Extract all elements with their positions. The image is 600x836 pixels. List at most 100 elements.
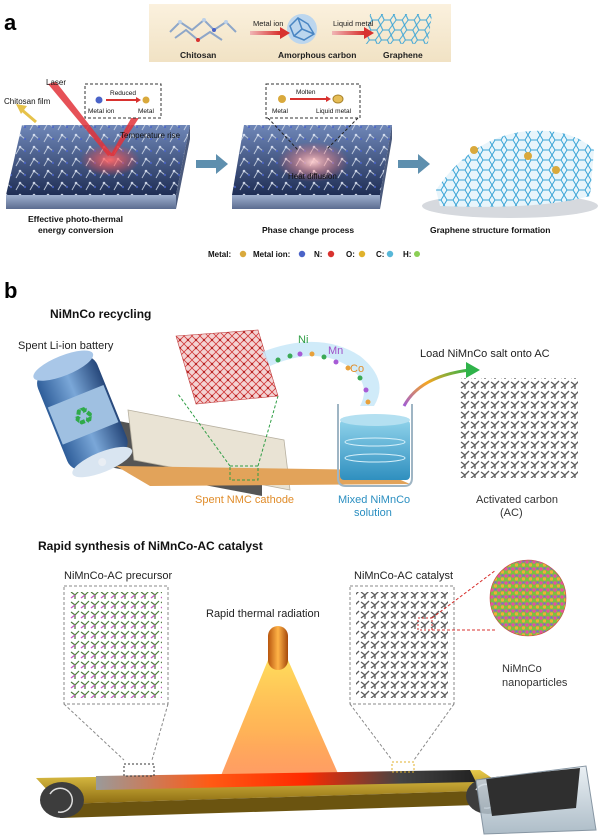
zoom-line-right [325,117,359,151]
film-peel-arrowhead [16,104,27,114]
collection-bin [475,765,597,835]
process-arrow-2-head [418,154,430,174]
process-arrow-1-head [216,154,228,174]
inset-label-liquid-metal: Liquid metal [316,108,352,115]
label-nano-line-1: NiMnCo [502,663,542,675]
nano-zoom-line-top [431,569,497,619]
precursor-structure [70,592,162,698]
label-heat-diffusion: Heat diffusion [288,172,337,181]
legend-dot-n [327,250,335,258]
label-solution-line-1: Mixed NiMnCo [338,494,410,506]
amorphous-carbon-molecule [287,14,317,44]
heating-rod [268,626,288,670]
roller-left-rotate-icon [49,787,73,813]
stage-label-graphene: Graphene [383,50,423,60]
nanoparticle-zoom-box [417,617,433,631]
legend-dot-o [358,250,366,258]
process-arrow-1 [196,160,216,168]
caption-step-3: Graphene structure formation [430,225,550,235]
panel-a-letter: a [4,10,17,35]
label-chitosan-film: Chitosan film [4,97,51,106]
label-spent-cathode: Spent NMC cathode [195,494,294,506]
inset-molten [265,83,361,119]
inset-metal-solid-dot [278,95,286,103]
inset-reduced-arrowhead [136,97,141,103]
graphene-lattice-small [365,14,433,44]
inset-label-metal-ion: Metal ion [88,108,115,115]
inset-label-metal: Metal [138,108,154,115]
legend-label-metal-ion: Metal ion: [253,250,290,259]
recycling-title: NiMnCo recycling [50,307,151,321]
label-radiation: Rapid thermal radiation [206,608,320,620]
label-ni: Ni [298,334,308,346]
inset-metal-ion-dot [95,96,103,104]
precursor-zoom-box [63,585,169,705]
arrow-label-liquid-metal: Liquid metal [333,19,374,28]
arrow-metal-ion [250,31,280,35]
arrow-metal-ion-head [280,27,290,39]
catalyst-zoom-line-right [413,703,455,761]
chitosan-molecule [169,18,237,42]
legend-dot-c [386,250,394,258]
legend-label-metal: Metal: [208,250,231,259]
inset-molten-arrowhead [326,96,331,102]
film-peel-arrow [21,108,37,124]
caption-step-1-line-2: energy conversion [38,225,114,235]
legend-label-n: N: [314,250,322,259]
catalyst-zoom-box [349,585,455,705]
label-laser: Laser [46,78,66,87]
legend-dot-metal-ion [298,250,306,258]
conveyor [36,761,510,818]
caption-step-2: Phase change process [262,225,354,235]
caption-step-1-line-1: Effective photo-thermal [28,214,123,224]
stage-label-amorphous-carbon: Amorphous carbon [278,50,356,60]
tray-step-2 [232,125,392,209]
catalyst-zoom-line-left [349,703,393,761]
stage-label-chitosan: Chitosan [180,50,216,60]
process-arrow-2 [398,160,418,168]
laser-beam-left [48,82,112,156]
inset-label-molten: Molten [296,89,316,96]
label-co: Co [350,363,364,375]
cathode-zoom-line-right [257,395,279,467]
synthesis-title: Rapid synthesis of NiMnCo-AC catalyst [38,539,263,553]
label-load-salt: Load NiMnCo salt onto AC [420,348,550,360]
label-precursor: NiMnCo-AC precursor [64,570,173,582]
battery: ♻ [33,350,133,478]
inset-label-metal-2: Metal [272,108,288,115]
cathode-foil [116,466,410,486]
arrow-liquid-metal-head [364,27,374,39]
cathode-zoom-box [229,465,259,481]
precursor-zoom-line-right [151,703,169,761]
label-solution-line-2: solution [354,507,392,519]
legend-label-c: C: [376,250,384,259]
precursor-zoom-line-left [63,703,125,761]
label-spent-battery: Spent Li-ion battery [18,340,114,352]
zoom-line-left [267,117,299,151]
label-ac-line-2: (AC) [500,507,523,519]
legend-dot-h [414,251,420,257]
precursor-zoom-box-belt [123,763,155,777]
load-arrowhead [466,362,480,378]
tray-step-1 [6,125,190,209]
catalyst-zoom-box-belt [391,761,415,773]
label-nano-line-2: nanoparticles [502,677,568,689]
legend-label-o: O: [346,250,355,259]
radiation-beam [220,660,340,778]
label-ac-line-1: Activated carbon [476,494,558,506]
arrow-liquid-metal [332,31,364,35]
label-catalyst: NiMnCo-AC catalyst [354,570,453,582]
label-temperature-rise: Temperature rise [120,131,181,140]
activated-carbon-block [460,378,578,478]
load-arrow [402,368,471,407]
legend-dot-metal [239,250,247,258]
inset-label-reduced: Reduced [110,90,136,97]
arrow-label-metal-ion: Metal ion [253,19,283,28]
graphene-sheet [422,130,598,218]
nanoparticle-sphere [489,559,567,637]
atom-legend: Metal: Metal ion: N: O: C: H: [208,250,420,259]
legend-label-h: H: [403,250,411,259]
panel-b-letter: b [4,278,17,303]
